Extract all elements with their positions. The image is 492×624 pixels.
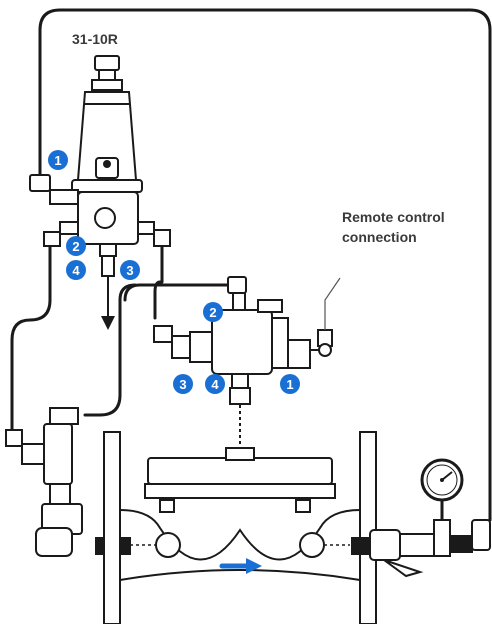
- tube-pilot-to-valve: [153, 243, 164, 320]
- pilot-port-badge-3: 3: [120, 260, 140, 280]
- pilot-adjust-screw: [98, 69, 116, 81]
- pressure-gauge-icon: [420, 458, 464, 520]
- tubing: [10, 8, 492, 522]
- tube-strainer-link: [83, 283, 137, 417]
- relay-top-elbow: [227, 276, 247, 294]
- valve-port-badge-2: 2: [203, 302, 223, 322]
- pilot-adjust-cap: [94, 55, 120, 71]
- strainer-neck: [49, 483, 71, 505]
- pilot-inlet-nipple: [49, 189, 79, 205]
- strainer-top-elbow: [49, 407, 79, 425]
- pressure-reducing-pilot: [29, 55, 171, 277]
- outlet-return-nipple: [449, 535, 473, 553]
- pilot-locknut: [91, 79, 123, 91]
- relay-bracket: [257, 299, 283, 313]
- relay-left-fitting: [171, 335, 191, 359]
- pilot-port-2-text: 2: [72, 239, 79, 254]
- relay-left-elbow: [153, 325, 173, 343]
- main-valve-cover-flange: [144, 483, 336, 499]
- outlet-nipple: [351, 537, 371, 555]
- pilot-drain-nut: [101, 255, 115, 277]
- gauge-stem: [433, 519, 451, 557]
- strainer-body: [43, 423, 73, 485]
- pilot-flange: [71, 179, 143, 193]
- remote-leader-line: [324, 277, 341, 330]
- relay-bottom-nut: [229, 387, 251, 405]
- isolation-valve-left-body: [35, 527, 73, 557]
- outlet-tee: [399, 533, 435, 557]
- tube-top-loop: [38, 8, 492, 522]
- main-valve: [103, 431, 377, 624]
- valve-port-badge-3: 3: [173, 374, 193, 394]
- remote-knob: [318, 343, 332, 357]
- main-valve-cover-plug: [225, 447, 255, 461]
- isolation-valve-right: [369, 529, 401, 561]
- pilot-port3-elbow: [153, 229, 171, 247]
- pilot-model-label: 31-10R: [72, 31, 118, 47]
- valve-port-badge-4: 4: [205, 374, 225, 394]
- cover-bolt: [159, 499, 175, 513]
- pilot-port2-elbow: [43, 231, 61, 247]
- pilot-port-1-text: 1: [54, 153, 61, 168]
- main-valve-left-flange: [103, 431, 121, 624]
- strainer-left-nipple: [21, 443, 45, 465]
- outlet-return-elbow: [471, 519, 491, 551]
- isolation-valve-right-handle: [383, 559, 424, 578]
- relay-bottom-fitting: [231, 373, 249, 389]
- remote-control-label-line1: Remote control: [342, 209, 445, 225]
- pilot-port2-nipple: [59, 221, 79, 235]
- valve-port-badge-1: 1: [280, 374, 300, 394]
- pilot-port-4-text: 4: [72, 263, 80, 278]
- relay-body: [211, 309, 273, 375]
- main-valve-inlet-port: [155, 532, 181, 558]
- pilot-port-badge-1: 1: [48, 150, 68, 170]
- main-valve-right-flange: [359, 431, 377, 624]
- valve-port-3-text: 3: [179, 377, 186, 392]
- valve-port-1-text: 1: [286, 377, 293, 392]
- tube-lower-left: [123, 283, 237, 302]
- pilot-drain-fitting: [99, 243, 117, 257]
- pilot-port-badge-4: 4: [66, 260, 86, 280]
- pilot-port3-nipple: [137, 221, 155, 235]
- valve-port-4-text: 4: [211, 377, 219, 392]
- main-valve-outlet-port: [299, 532, 325, 558]
- main-valve-cover: [147, 457, 333, 485]
- strainer-left-elbow: [5, 429, 23, 447]
- relay-side-block: [271, 317, 289, 369]
- outlet-assembly: [351, 519, 491, 578]
- relay-right-port: [287, 339, 311, 369]
- cover-bolt: [295, 499, 311, 513]
- remote-control-label-line2: connection: [342, 229, 417, 245]
- valve-port-2-text: 2: [209, 305, 216, 320]
- flow-direction-arrow-icon: [219, 558, 262, 574]
- drain-arrow-icon: [101, 276, 115, 330]
- hydraulic-relay-valve: [153, 276, 333, 405]
- relay-left-collar: [189, 331, 213, 363]
- tube-left-descent: [10, 243, 52, 434]
- pilot-inlet-elbow: [29, 174, 51, 192]
- pilot-port-badge-2: 2: [66, 236, 86, 256]
- pilot-body-port: [94, 207, 116, 229]
- pilot-port-3-text: 3: [126, 263, 133, 278]
- relay-top-nipple: [232, 292, 246, 312]
